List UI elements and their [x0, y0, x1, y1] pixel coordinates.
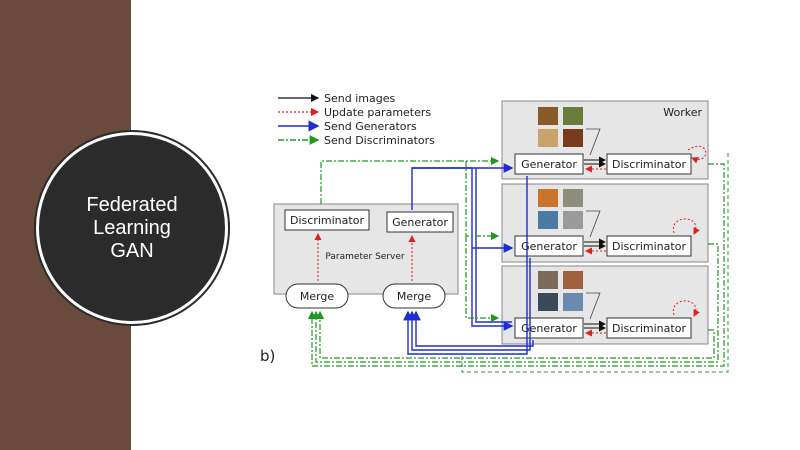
merge-left-box	[285, 283, 349, 309]
worker-2: Generator Discriminator	[501, 183, 709, 263]
merge-right-label: Merge	[397, 290, 432, 303]
airplane-image-icon	[538, 293, 558, 311]
title-line: GAN	[110, 239, 154, 262]
generator-return-path	[411, 310, 534, 347]
vehicle-image-icon	[563, 189, 583, 207]
worker-generator-box	[514, 235, 584, 257]
parameter-server-label: Parameter Server	[325, 252, 404, 262]
worker-discriminator-label: Discriminator	[612, 158, 686, 171]
worker-discriminator-box	[606, 317, 692, 339]
animal-image-icon	[563, 129, 583, 147]
parameter-server: Discriminator Generator Parameter Server…	[273, 203, 459, 309]
legend-label: Send Discriminators	[324, 134, 435, 147]
merge-left-label: Merge	[300, 290, 335, 303]
worker-generator-box	[514, 317, 584, 339]
generator-path	[475, 168, 512, 323]
discriminator-return-path	[311, 243, 719, 363]
funnel-icon	[586, 128, 601, 156]
worker-label: Worker	[663, 106, 702, 119]
discriminator-return-path	[307, 163, 725, 367]
worker-generator-label: Generator	[521, 158, 577, 171]
worker-1: Worker Generator Discriminator	[501, 100, 709, 180]
update-loop-arrow	[687, 145, 707, 164]
title-circle: Federated Learning GAN	[36, 132, 228, 324]
legend: Send images Update parameters Send Gener…	[278, 92, 435, 147]
server-generator-label: Generator	[392, 216, 448, 229]
update-loop-arrow	[672, 218, 700, 235]
worker-discriminator-box	[606, 235, 692, 257]
generator-return-path	[407, 258, 531, 351]
truck-image-icon	[538, 189, 558, 207]
ship-image-icon	[563, 293, 583, 311]
update-loop-arrow	[672, 300, 700, 317]
funnel-icon	[586, 292, 601, 320]
send-discriminators-paths	[307, 156, 725, 367]
title-line: Learning	[93, 216, 171, 239]
dog-image-icon	[538, 129, 558, 147]
worker-discriminator-label: Discriminator	[612, 322, 686, 335]
title-line: Federated	[86, 193, 178, 216]
worker-discriminator-label: Discriminator	[612, 240, 686, 253]
car-image-icon	[563, 211, 583, 229]
server-generator-box	[386, 211, 454, 233]
legend-label: Send images	[324, 92, 395, 105]
worker-generator-box	[514, 153, 584, 175]
worker-generator-label: Generator	[521, 322, 577, 335]
panel-label: b)	[260, 347, 275, 365]
animal-image-icon	[563, 271, 583, 289]
generator-return-path	[403, 176, 528, 355]
worker-3: Generator Discriminator	[501, 265, 709, 345]
merge-right-box	[382, 283, 446, 309]
worker-generator-label: Generator	[521, 240, 577, 253]
discriminator-path	[320, 156, 500, 204]
discriminator-return-path	[315, 310, 715, 359]
server-discriminator-label: Discriminator	[290, 214, 364, 227]
slide-title: Federated Learning GAN	[62, 194, 202, 263]
bird-image-icon	[538, 211, 558, 229]
server-discriminator-box	[284, 209, 370, 231]
worker-area-outline	[461, 150, 729, 373]
animal-image-icon	[538, 271, 558, 289]
send-generators-paths	[403, 163, 534, 355]
legend-label: Update parameters	[324, 106, 431, 119]
funnel-icon	[586, 210, 601, 238]
discriminator-path	[465, 161, 500, 241]
federated-gan-diagram: Send images Update parameters Send Gener…	[256, 86, 736, 376]
dog-image-icon	[538, 107, 558, 125]
legend-label: Send Generators	[324, 120, 417, 133]
worker-discriminator-box	[606, 153, 692, 175]
discriminator-path	[465, 236, 500, 323]
animal-image-icon	[563, 107, 583, 125]
